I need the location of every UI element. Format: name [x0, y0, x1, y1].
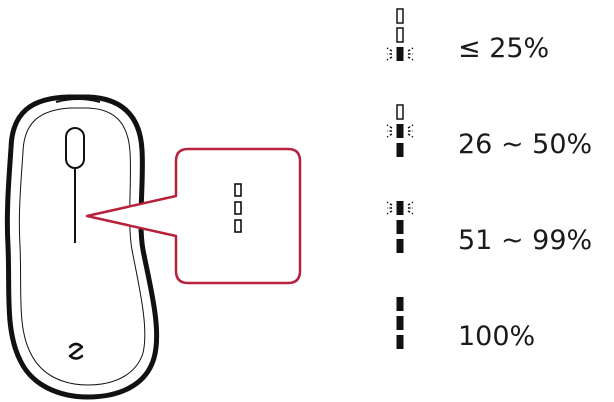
blink-ray-icon	[407, 210, 414, 215]
blink-ray-icon	[407, 201, 414, 206]
blink-ray-icon	[386, 133, 393, 138]
battery-level-label: 100%	[458, 321, 536, 352]
battery-level-led-columns	[386, 8, 414, 349]
mouse-inner-edge	[18, 107, 146, 386]
led-on	[396, 220, 404, 234]
callout-led	[234, 219, 242, 233]
led-blinking	[396, 47, 404, 61]
battery-level-indicator	[386, 104, 414, 157]
callout-led	[234, 183, 242, 197]
scroll-wheel	[65, 127, 85, 169]
battery-level-label: ≤ 25%	[458, 33, 550, 64]
led-off	[396, 8, 404, 24]
led-on	[396, 297, 404, 311]
led-off	[396, 27, 404, 43]
battery-level-label: 26 ~ 50%	[458, 129, 593, 160]
mouse-body-outline	[4, 94, 160, 400]
blink-ray-icon	[407, 47, 414, 52]
zowie-logo-icon	[68, 342, 84, 360]
mouse-illustration	[4, 94, 160, 400]
led-blinking	[396, 201, 404, 215]
led-on	[396, 239, 404, 253]
blink-ray-icon	[407, 124, 414, 129]
led-on	[396, 316, 404, 330]
callout-bubble	[85, 147, 302, 285]
blink-ray-icon	[407, 56, 414, 61]
led-on	[396, 335, 404, 349]
blink-ray-icon	[386, 210, 393, 215]
blink-ray-icon	[386, 124, 393, 129]
led-callout	[85, 147, 302, 285]
battery-level-indicator	[396, 297, 404, 349]
led-on	[396, 143, 404, 157]
blink-ray-icon	[386, 47, 393, 52]
battery-level-indicator	[386, 201, 414, 253]
led-off	[396, 104, 404, 120]
blink-ray-icon	[407, 133, 414, 138]
battery-level-label: 51 ~ 99%	[458, 225, 593, 256]
battery-level-indicator	[386, 8, 414, 61]
callout-led	[234, 201, 242, 215]
callout-led-indicator	[234, 183, 242, 233]
led-blinking	[396, 124, 404, 138]
blink-ray-icon	[386, 201, 393, 206]
mouse-top-highlight	[55, 98, 101, 103]
blink-ray-icon	[386, 56, 393, 61]
